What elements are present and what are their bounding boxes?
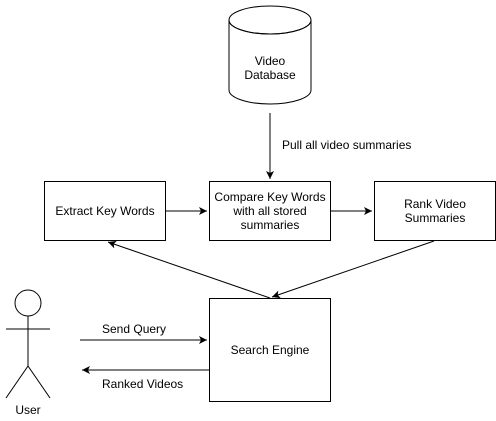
database-label-line2: Database	[244, 68, 296, 82]
user-label: User	[15, 403, 41, 417]
extract-key-words-label: Extract Key Words	[55, 204, 155, 218]
rank-label-line2: Summaries	[404, 211, 466, 225]
database-cylinder	[228, 5, 312, 105]
pull-summaries-label: Pull all video summaries	[282, 138, 412, 152]
send-query-label: Send Query	[102, 322, 167, 336]
database-label: Video Database	[229, 54, 311, 82]
search-engine-label: Search Engine	[230, 343, 310, 357]
rank-video-summaries-node: Rank Video Summaries	[374, 181, 496, 241]
search-engine-node: Search Engine	[209, 298, 331, 402]
edge-search-to-extract	[107, 240, 271, 299]
compare-label-line3: summaries	[240, 218, 300, 232]
ranked-videos-label: Ranked Videos	[102, 377, 184, 391]
compare-label-line1: Compare Key Words	[214, 190, 326, 204]
edge-rank-to-search	[271, 240, 435, 299]
extract-key-words-node: Extract Key Words	[44, 181, 166, 241]
rank-label-line1: Rank Video	[404, 197, 466, 211]
user-actor-icon	[5, 289, 51, 399]
compare-label-line2: with all stored	[233, 204, 307, 218]
database-label-line1: Video	[254, 54, 286, 68]
compare-key-words-node: Compare Key Words with all stored summar…	[209, 181, 331, 241]
